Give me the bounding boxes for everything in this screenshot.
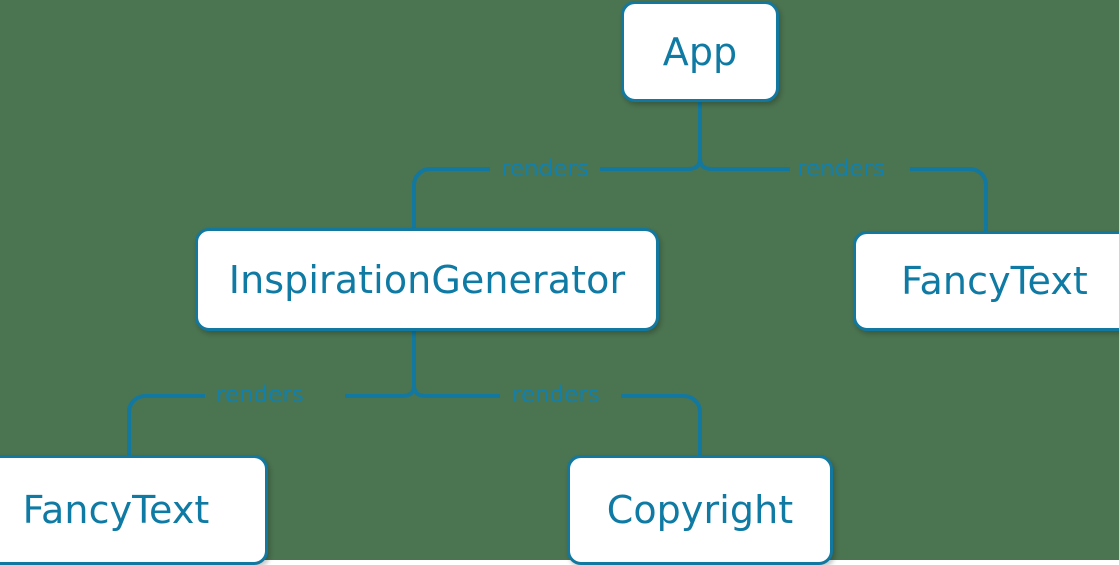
edge-label-inspiration-generator-to-fancytext: renders [209, 384, 311, 407]
edge-label-app-to-fancytext: renders [790, 158, 892, 181]
node-app[interactable]: App [621, 1, 779, 102]
edge-inspiration-junction-left [345, 384, 416, 398]
edge-inspiration-junction-right [412, 384, 500, 398]
node-app-label: App [662, 29, 738, 74]
node-fancytext-right[interactable]: FancyText [853, 231, 1119, 331]
node-fancytext-left[interactable]: FancyText [0, 455, 268, 565]
edge-label-inspiration-generator-to-copyright: renders [505, 384, 607, 407]
node-inspiration-generator-label: InspirationGenerator [228, 257, 626, 302]
node-inspiration-generator[interactable]: InspirationGenerator [195, 228, 659, 331]
edge-inspiration-to-copyright [621, 394, 702, 455]
edge-inspiration-to-fancytext [127, 394, 205, 455]
edge-label-app-to-inspiration-generator: renders [494, 158, 596, 181]
edge-app-to-fancytext [910, 167, 988, 231]
node-copyright-label: Copyright [606, 488, 794, 532]
edge-app-junction-left [600, 157, 702, 171]
edge-app-junction-right [698, 157, 800, 171]
edge-app-to-inspiration [412, 167, 490, 228]
node-copyright[interactable]: Copyright [567, 455, 833, 565]
node-fancytext-left-label: FancyText [22, 488, 210, 532]
node-fancytext-right-label: FancyText [901, 259, 1088, 303]
